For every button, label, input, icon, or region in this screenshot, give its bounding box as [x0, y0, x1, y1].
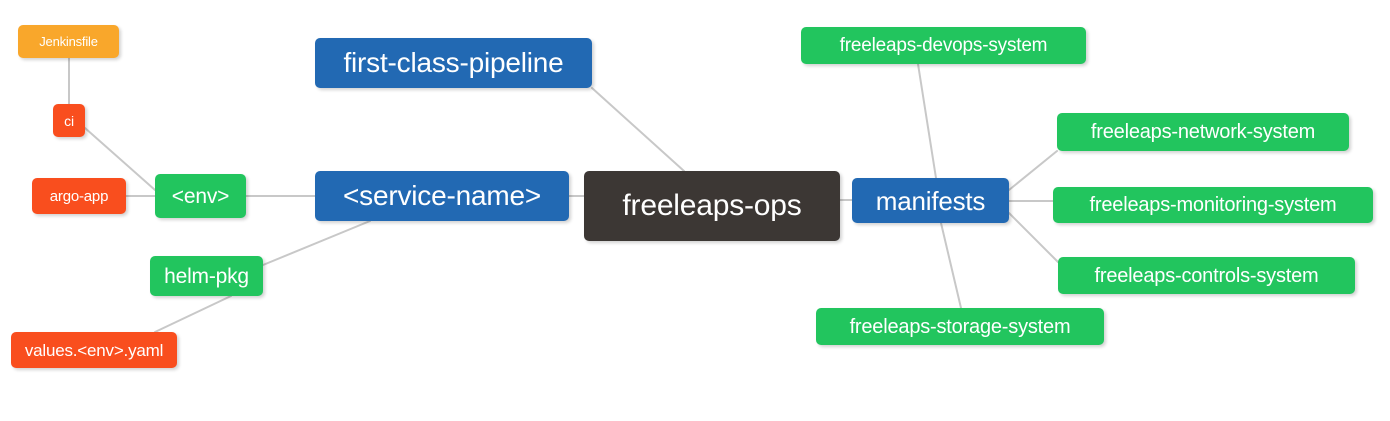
mindmap-node-first-class-pipeline[interactable]: first-class-pipeline — [315, 38, 592, 88]
mindmap-edge-manifests-to-freeleaps-network-system — [1008, 150, 1058, 191]
mindmap-node-helm-pkg[interactable]: helm-pkg — [150, 256, 263, 296]
mindmap-node-label-manifests: manifests — [875, 185, 986, 216]
mindmap-node-env[interactable]: <env> — [155, 174, 246, 218]
mindmap-node-label-freeleaps-network-system: freeleaps-network-system — [1090, 121, 1316, 143]
mindmap-node-label-ci: ci — [64, 112, 74, 129]
mindmap-node-freeleaps-devops-system[interactable]: freeleaps-devops-system — [801, 27, 1086, 64]
mindmap-edge-service-name-to-helm-pkg — [262, 220, 371, 266]
mindmap-node-label-argo-app: argo-app — [49, 187, 109, 205]
mindmap-edge-helm-pkg-to-values-yaml — [154, 295, 232, 333]
mindmap-node-freeleaps-controls-system[interactable]: freeleaps-controls-system — [1058, 257, 1355, 294]
mindmap-edge-manifests-to-freeleaps-storage-system — [940, 222, 962, 309]
mindmap-node-freeleaps-ops[interactable]: freeleaps-ops — [584, 171, 840, 241]
mindmap-edge-manifests-to-freeleaps-devops-system — [917, 63, 937, 179]
mindmap-node-label-service-name: <service-name> — [343, 180, 541, 211]
mindmap-node-label-freeleaps-controls-system: freeleaps-controls-system — [1094, 264, 1319, 287]
mindmap-node-freeleaps-storage-system[interactable]: freeleaps-storage-system — [816, 308, 1104, 345]
mindmap-node-label-jenkinsfile: Jenkinsfile — [39, 34, 98, 49]
mindmap-node-freeleaps-network-system[interactable]: freeleaps-network-system — [1057, 113, 1349, 151]
mindmap-node-label-freeleaps-storage-system: freeleaps-storage-system — [849, 315, 1071, 338]
mindmap-node-values-yaml[interactable]: values.<env>.yaml — [11, 332, 177, 368]
mindmap-node-label-env: <env> — [171, 184, 230, 208]
mindmap-node-jenkinsfile[interactable]: Jenkinsfile — [18, 25, 119, 58]
mindmap-node-freeleaps-monitoring-system[interactable]: freeleaps-monitoring-system — [1053, 187, 1373, 223]
mindmap-edge-manifests-to-freeleaps-controls-system — [1008, 212, 1059, 263]
mindmap-node-manifests[interactable]: manifests — [852, 178, 1009, 223]
mindmap-edge-first-class-pipeline-to-freeleaps-ops — [591, 87, 685, 172]
mindmap-node-label-freeleaps-ops: freeleaps-ops — [622, 189, 802, 222]
mindmap-node-argo-app[interactable]: argo-app — [32, 178, 126, 214]
mindmap-node-label-helm-pkg: helm-pkg — [164, 264, 249, 288]
mindmap-node-label-freeleaps-devops-system: freeleaps-devops-system — [839, 35, 1048, 56]
mindmap-node-label-first-class-pipeline: first-class-pipeline — [343, 47, 564, 78]
mindmap-node-label-freeleaps-monitoring-system: freeleaps-monitoring-system — [1089, 194, 1337, 216]
mindmap-node-label-values-yaml: values.<env>.yaml — [24, 340, 164, 360]
mindmap-node-ci[interactable]: ci — [53, 104, 85, 137]
mindmap-node-service-name[interactable]: <service-name> — [315, 171, 569, 221]
